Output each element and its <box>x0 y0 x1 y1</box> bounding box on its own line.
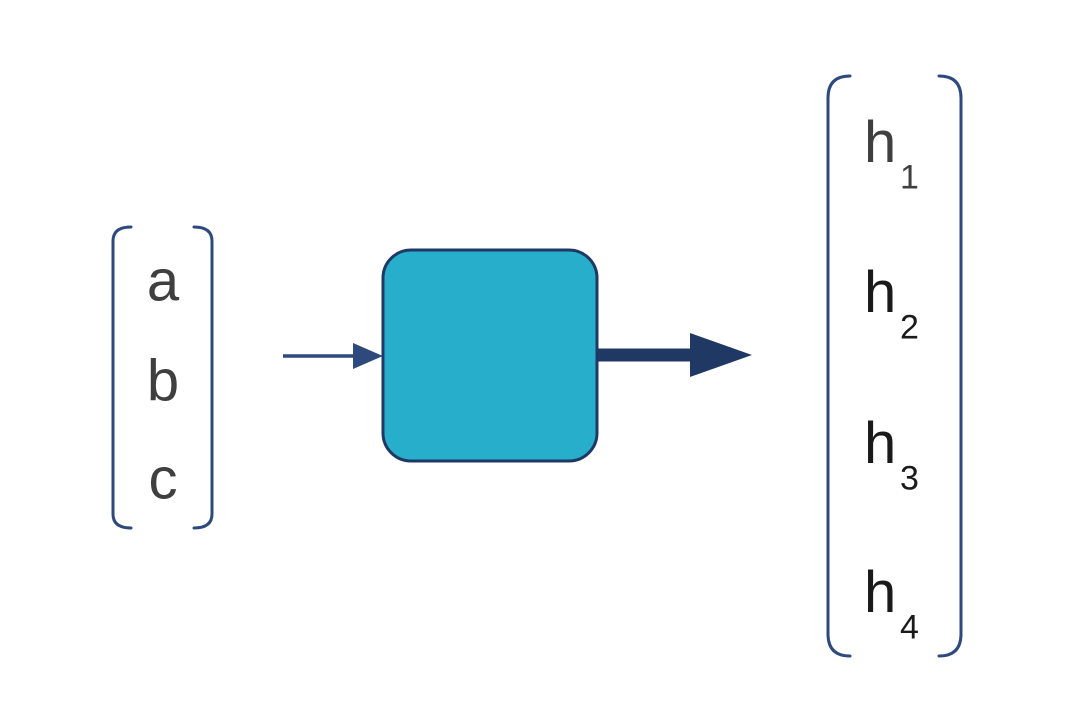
input-arrow-head <box>353 343 383 369</box>
output-vector-element-h2: h 2 <box>864 260 919 347</box>
input-vector-group[interactable]: a b c <box>111 225 214 530</box>
input-vector-left-bracket <box>111 225 133 530</box>
output-vector-element-h2-base: h <box>864 260 896 325</box>
transform-box[interactable] <box>381 248 599 463</box>
output-vector-element-h1: h 1 <box>864 110 919 197</box>
input-vector-element-a: a <box>147 249 180 314</box>
output-arrow-group[interactable] <box>597 333 752 377</box>
output-arrow-head <box>690 333 752 377</box>
output-vector-left-bracket <box>826 74 852 658</box>
input-vector-right-bracket <box>192 225 214 530</box>
output-vector-element-h4: h 4 <box>864 560 919 647</box>
output-vector-element-h3-subscript: 3 <box>900 460 919 498</box>
output-vector-right-bracket <box>937 74 963 658</box>
output-vector-element-h2-subscript: 2 <box>900 309 919 347</box>
output-vector-element-h3-base: h <box>864 411 896 476</box>
output-vector-group[interactable]: h 1 h 2 h 3 h 4 <box>826 74 963 658</box>
output-vector-element-h3: h 3 <box>864 411 919 498</box>
output-vector-element-h1-subscript: 1 <box>900 159 919 197</box>
output-vector-element-h4-base: h <box>864 560 896 625</box>
input-arrow-group[interactable] <box>283 343 383 369</box>
output-vector-element-h1-base: h <box>864 110 896 175</box>
transform-box-group[interactable] <box>381 248 599 463</box>
output-vector-element-h4-subscript: 4 <box>900 609 919 647</box>
input-vector-element-b: b <box>147 349 179 414</box>
input-vector-element-c: c <box>149 447 178 512</box>
